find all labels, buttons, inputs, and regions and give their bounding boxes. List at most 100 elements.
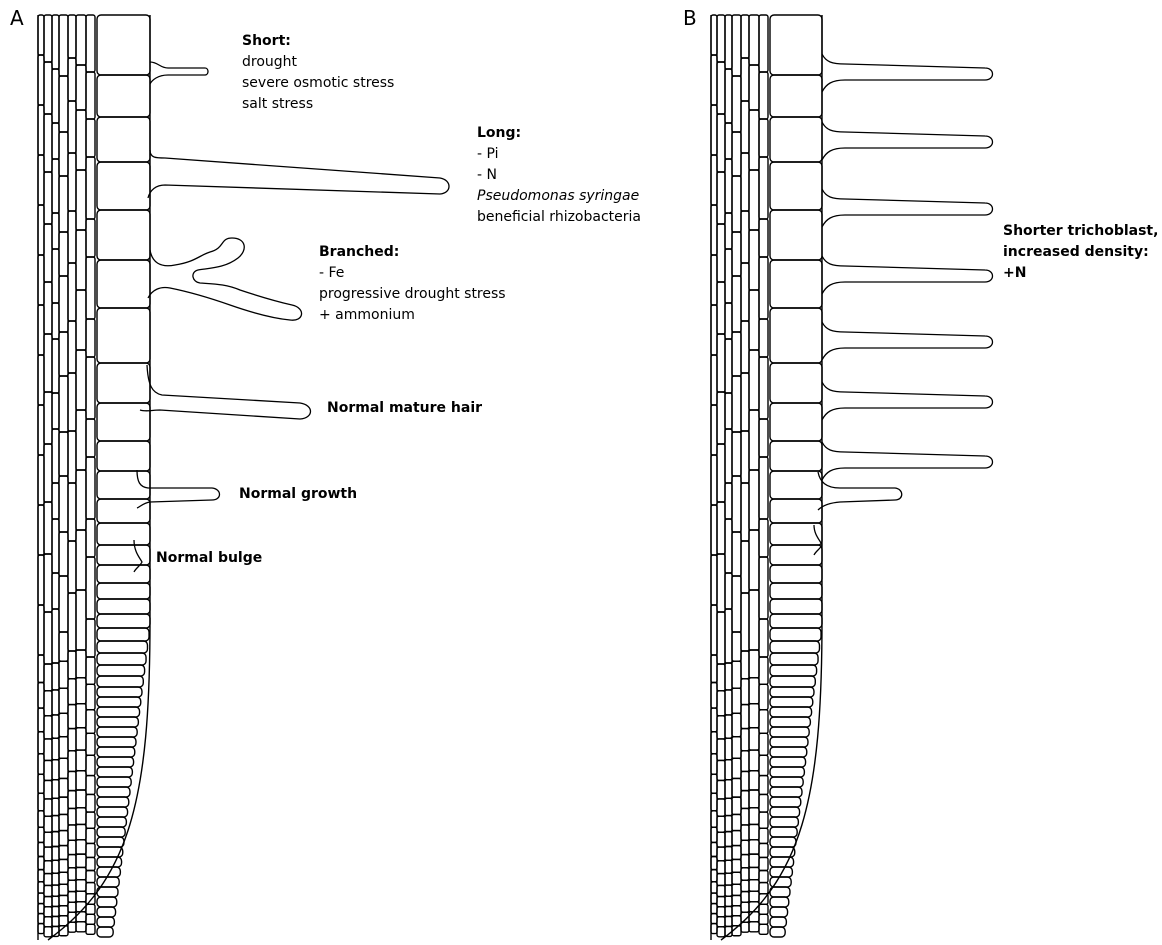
cortex-cell	[76, 704, 86, 728]
cortex-cell	[52, 816, 59, 832]
cortex-cell	[749, 840, 759, 854]
epidermal-cell	[770, 747, 807, 757]
epidermal-cell	[770, 907, 788, 917]
cortex-cell	[725, 303, 732, 339]
root-outline	[721, 15, 822, 940]
cortex-cell	[44, 612, 52, 664]
cortex-cell	[52, 429, 59, 483]
cortex-cell	[717, 224, 725, 282]
cortex-cell	[725, 860, 732, 873]
cortex-cell	[711, 708, 717, 732]
cortex-cell	[717, 847, 725, 861]
epidermal-cell	[770, 867, 792, 877]
cortex-cell	[717, 816, 725, 832]
epidermal-cell	[97, 857, 122, 867]
cortex-cell	[749, 704, 759, 728]
epidermal-cell	[97, 210, 150, 260]
cortex-cell	[44, 172, 52, 224]
cortex-cell	[76, 530, 86, 590]
cortex-cell	[76, 170, 86, 230]
cortex-cell	[59, 76, 68, 132]
cortex-cell	[725, 123, 732, 159]
label-normal-mature-hair: Normal mature hair	[327, 400, 482, 416]
cortex-cell	[44, 502, 52, 554]
cortex-cell	[86, 710, 95, 734]
cortex-cell	[732, 846, 741, 860]
cortex-cell	[59, 476, 68, 532]
cortex-cell	[759, 883, 768, 894]
cortex-cell	[711, 882, 717, 893]
epidermal-cell	[97, 403, 150, 441]
cortex-cell	[86, 755, 95, 775]
cortex-cell	[59, 661, 68, 688]
cortex-cell	[52, 715, 59, 738]
cortex-cell	[717, 885, 725, 896]
cortex-cell	[725, 715, 732, 738]
epidermal-cell	[770, 857, 794, 867]
cortex-cell	[711, 732, 717, 754]
cortex-cell	[732, 895, 741, 905]
cortex-cell	[749, 750, 759, 771]
cortex-cell	[711, 55, 717, 105]
epidermal-cell	[97, 628, 149, 641]
cortex-cell	[52, 339, 59, 393]
cortex-cell	[725, 159, 732, 213]
cortex-cell	[68, 593, 76, 651]
epidermal-cell	[770, 308, 822, 363]
epidermal-cell	[97, 653, 146, 665]
cortex-cell	[38, 732, 44, 754]
epidermal-cell	[97, 676, 143, 687]
cortex-cell	[68, 751, 76, 772]
epidermal-cell	[97, 797, 129, 807]
cortex-cell	[741, 431, 749, 483]
cortex-cell	[38, 842, 44, 856]
cortex-cell	[52, 847, 59, 861]
cortex-cell	[732, 176, 741, 232]
cortex-cell	[86, 924, 95, 934]
cortex-cell	[44, 334, 52, 392]
cortex-cell	[711, 105, 717, 155]
short-dense-hair	[822, 256, 993, 294]
cortex-cell	[38, 914, 44, 924]
cortex-cell	[52, 832, 59, 847]
short-hair	[150, 62, 208, 84]
cortex-cell	[86, 733, 95, 755]
cortex-cell	[759, 684, 768, 709]
epidermal-cell	[770, 897, 789, 907]
cortex-cell	[44, 847, 52, 861]
cortex-cell	[711, 455, 717, 505]
cortex-cell	[759, 619, 768, 657]
label-normal-bulge: Normal bulge	[156, 550, 262, 566]
epidermal-cell	[770, 767, 804, 777]
cortex-cell	[711, 811, 717, 827]
cortex-cell	[759, 157, 768, 219]
cortex-cell	[38, 924, 44, 934]
cortex-cell	[86, 119, 95, 157]
cortex-cell	[59, 884, 68, 895]
cortex-cell	[38, 15, 44, 55]
cortex-cell	[711, 754, 717, 774]
cortex-cell	[44, 927, 52, 937]
epidermal-cell	[770, 917, 786, 927]
cortex-cell	[44, 907, 52, 917]
cortex-cell	[44, 832, 52, 847]
cortex-cell	[711, 924, 717, 934]
cortex-cell	[711, 355, 717, 405]
cortex-cell	[86, 557, 95, 619]
cortex-cell	[741, 679, 749, 705]
cortex-cell	[86, 319, 95, 357]
cortex-cell	[717, 907, 725, 917]
cortex-cell	[86, 657, 95, 684]
cortex-cell	[725, 847, 732, 861]
cortex-cell	[59, 276, 68, 332]
epidermal-cell	[770, 737, 808, 747]
cortex-cell	[711, 893, 717, 903]
cortex-cell	[59, 332, 68, 376]
cortex-cell	[725, 738, 732, 760]
short-dense-hair	[822, 54, 993, 92]
cortex-cell	[59, 432, 68, 476]
cortex-cell	[44, 780, 52, 799]
label-shorter-trichoblast: Shorter trichoblast, increased density: …	[1003, 223, 1162, 281]
epidermal-cell	[97, 817, 126, 827]
cortex-cell	[741, 868, 749, 880]
